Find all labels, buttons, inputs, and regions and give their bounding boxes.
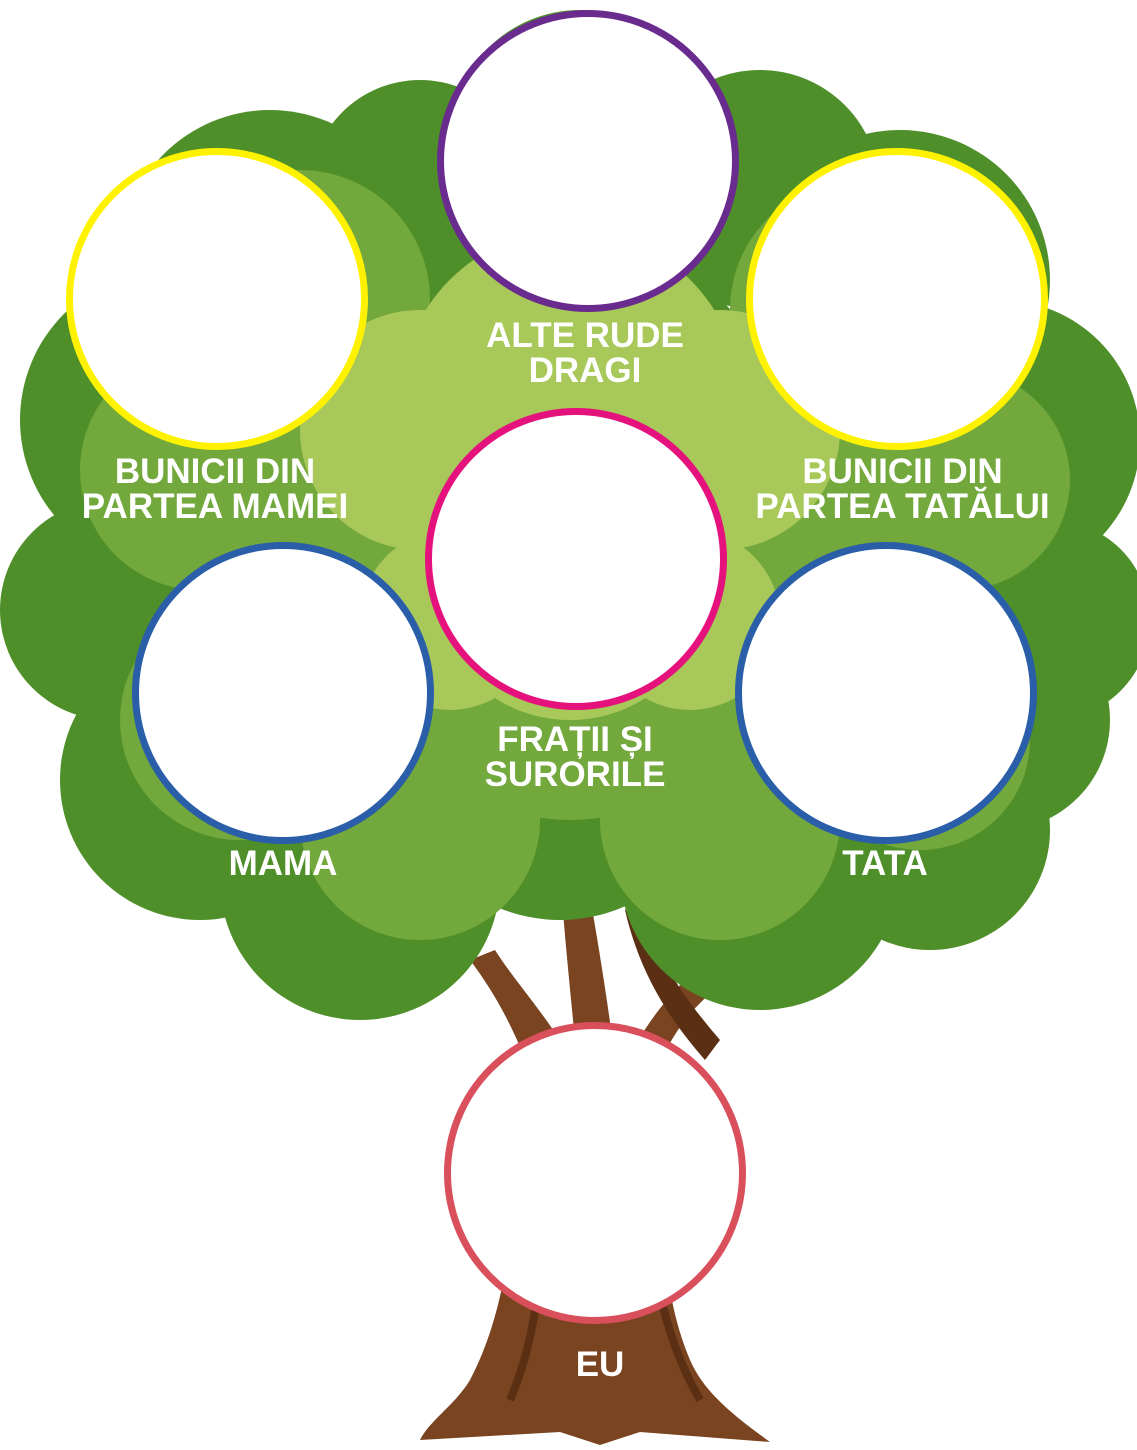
eu-frame[interactable] (444, 1022, 746, 1324)
alte-rude-dragi-label: ALTE RUDE DRAGI (435, 318, 735, 388)
fratii-surorile-label: FRAȚII ȘI SURORILE (425, 722, 725, 792)
tata-label: TATA (785, 846, 985, 881)
bunicii-tatalui-frame[interactable] (746, 148, 1048, 450)
fratii-surorile-frame[interactable] (425, 408, 727, 710)
bunicii-mamei-label: BUNICII DIN PARTEA MAMEI (50, 454, 380, 524)
bunicii-tatalui-label: BUNICII DIN PARTEA TATĂLUI (740, 454, 1065, 524)
bunicii-mamei-frame[interactable] (66, 148, 368, 450)
alte-rude-dragi-frame[interactable] (437, 10, 739, 312)
mama-frame[interactable] (132, 542, 434, 844)
tata-frame[interactable] (735, 542, 1037, 844)
mama-label: MAMA (183, 846, 383, 881)
eu-label: EU (500, 1347, 700, 1382)
